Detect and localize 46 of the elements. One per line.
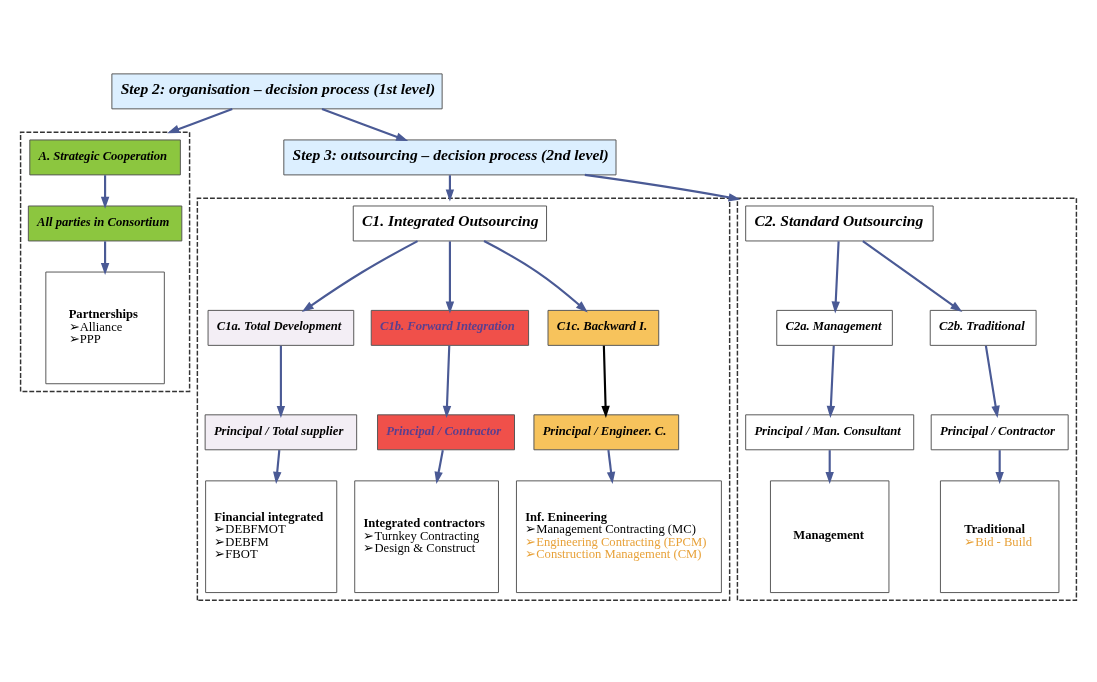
- arrow: [995, 450, 1004, 484]
- node-box: C2b. Traditional: [929, 309, 1037, 346]
- arrow: [584, 173, 741, 202]
- node-box: C1c. Backward I.: [547, 309, 660, 346]
- arrow: [984, 345, 1000, 418]
- arrow: [606, 450, 616, 484]
- cluster: [736, 197, 1078, 602]
- node-box: Partnerships ➢Alliance ➢PPP: [45, 271, 165, 385]
- arrow: [862, 240, 963, 313]
- arrow: [301, 240, 419, 313]
- arrow: [831, 241, 840, 314]
- arrow: [167, 108, 233, 134]
- arrow: [445, 241, 455, 314]
- node-box: Step 2: organisation – decision process (1st level): [111, 73, 443, 110]
- node-box: Financial integrated ➢DEBFMOT ➢DEBFM ➢FBOT: [205, 480, 338, 594]
- arrow: [826, 345, 836, 418]
- arrow: [276, 345, 286, 418]
- arrow: [825, 450, 834, 484]
- node-box: All parties in Consortium: [27, 205, 183, 242]
- node-box: Traditional ➢Bid - Build: [939, 480, 1060, 594]
- cluster: [19, 131, 191, 393]
- arrow: [321, 108, 409, 141]
- node-box: C2. Standard Outsourcing: [745, 205, 934, 242]
- arrow: [100, 175, 110, 209]
- arrow: [273, 450, 282, 484]
- node-box: Principal / Engineer. C.: [533, 414, 680, 451]
- arrow: [483, 240, 588, 313]
- node-box: Integrated contractors ➢Turnkey Contracting ➢Design & Construct: [354, 480, 499, 594]
- node-box: C1a. Total Development: [207, 309, 355, 346]
- arrow: [442, 345, 452, 418]
- node-box: Step 3: outsourcing – decision process (2nd level): [283, 139, 617, 176]
- node-box: C1. Integrated Outsourcing: [352, 205, 548, 242]
- node-box: Principal / Man. Consultant: [745, 414, 915, 451]
- arrow: [434, 450, 444, 484]
- node-box: Management: [769, 480, 890, 594]
- arrow: [601, 345, 610, 418]
- node-box: C1b. Forward Integration: [370, 309, 530, 346]
- node-box: Principal / Contractor: [930, 414, 1069, 451]
- node-box: C2a. Management: [776, 309, 893, 346]
- node-box: Inf. Enineering ➢Management Contracting (MC) ➢Engineering Contracting (EPCM) ➢Construction Management (CM): [515, 480, 722, 594]
- node-box: Principal / Contractor: [377, 414, 515, 451]
- node-box: Principal / Total supplier: [204, 414, 358, 451]
- node-box: A. Strategic Cooperation: [29, 139, 181, 176]
- arrow: [100, 241, 110, 276]
- arrow: [445, 175, 455, 202]
- cluster: [196, 197, 731, 602]
